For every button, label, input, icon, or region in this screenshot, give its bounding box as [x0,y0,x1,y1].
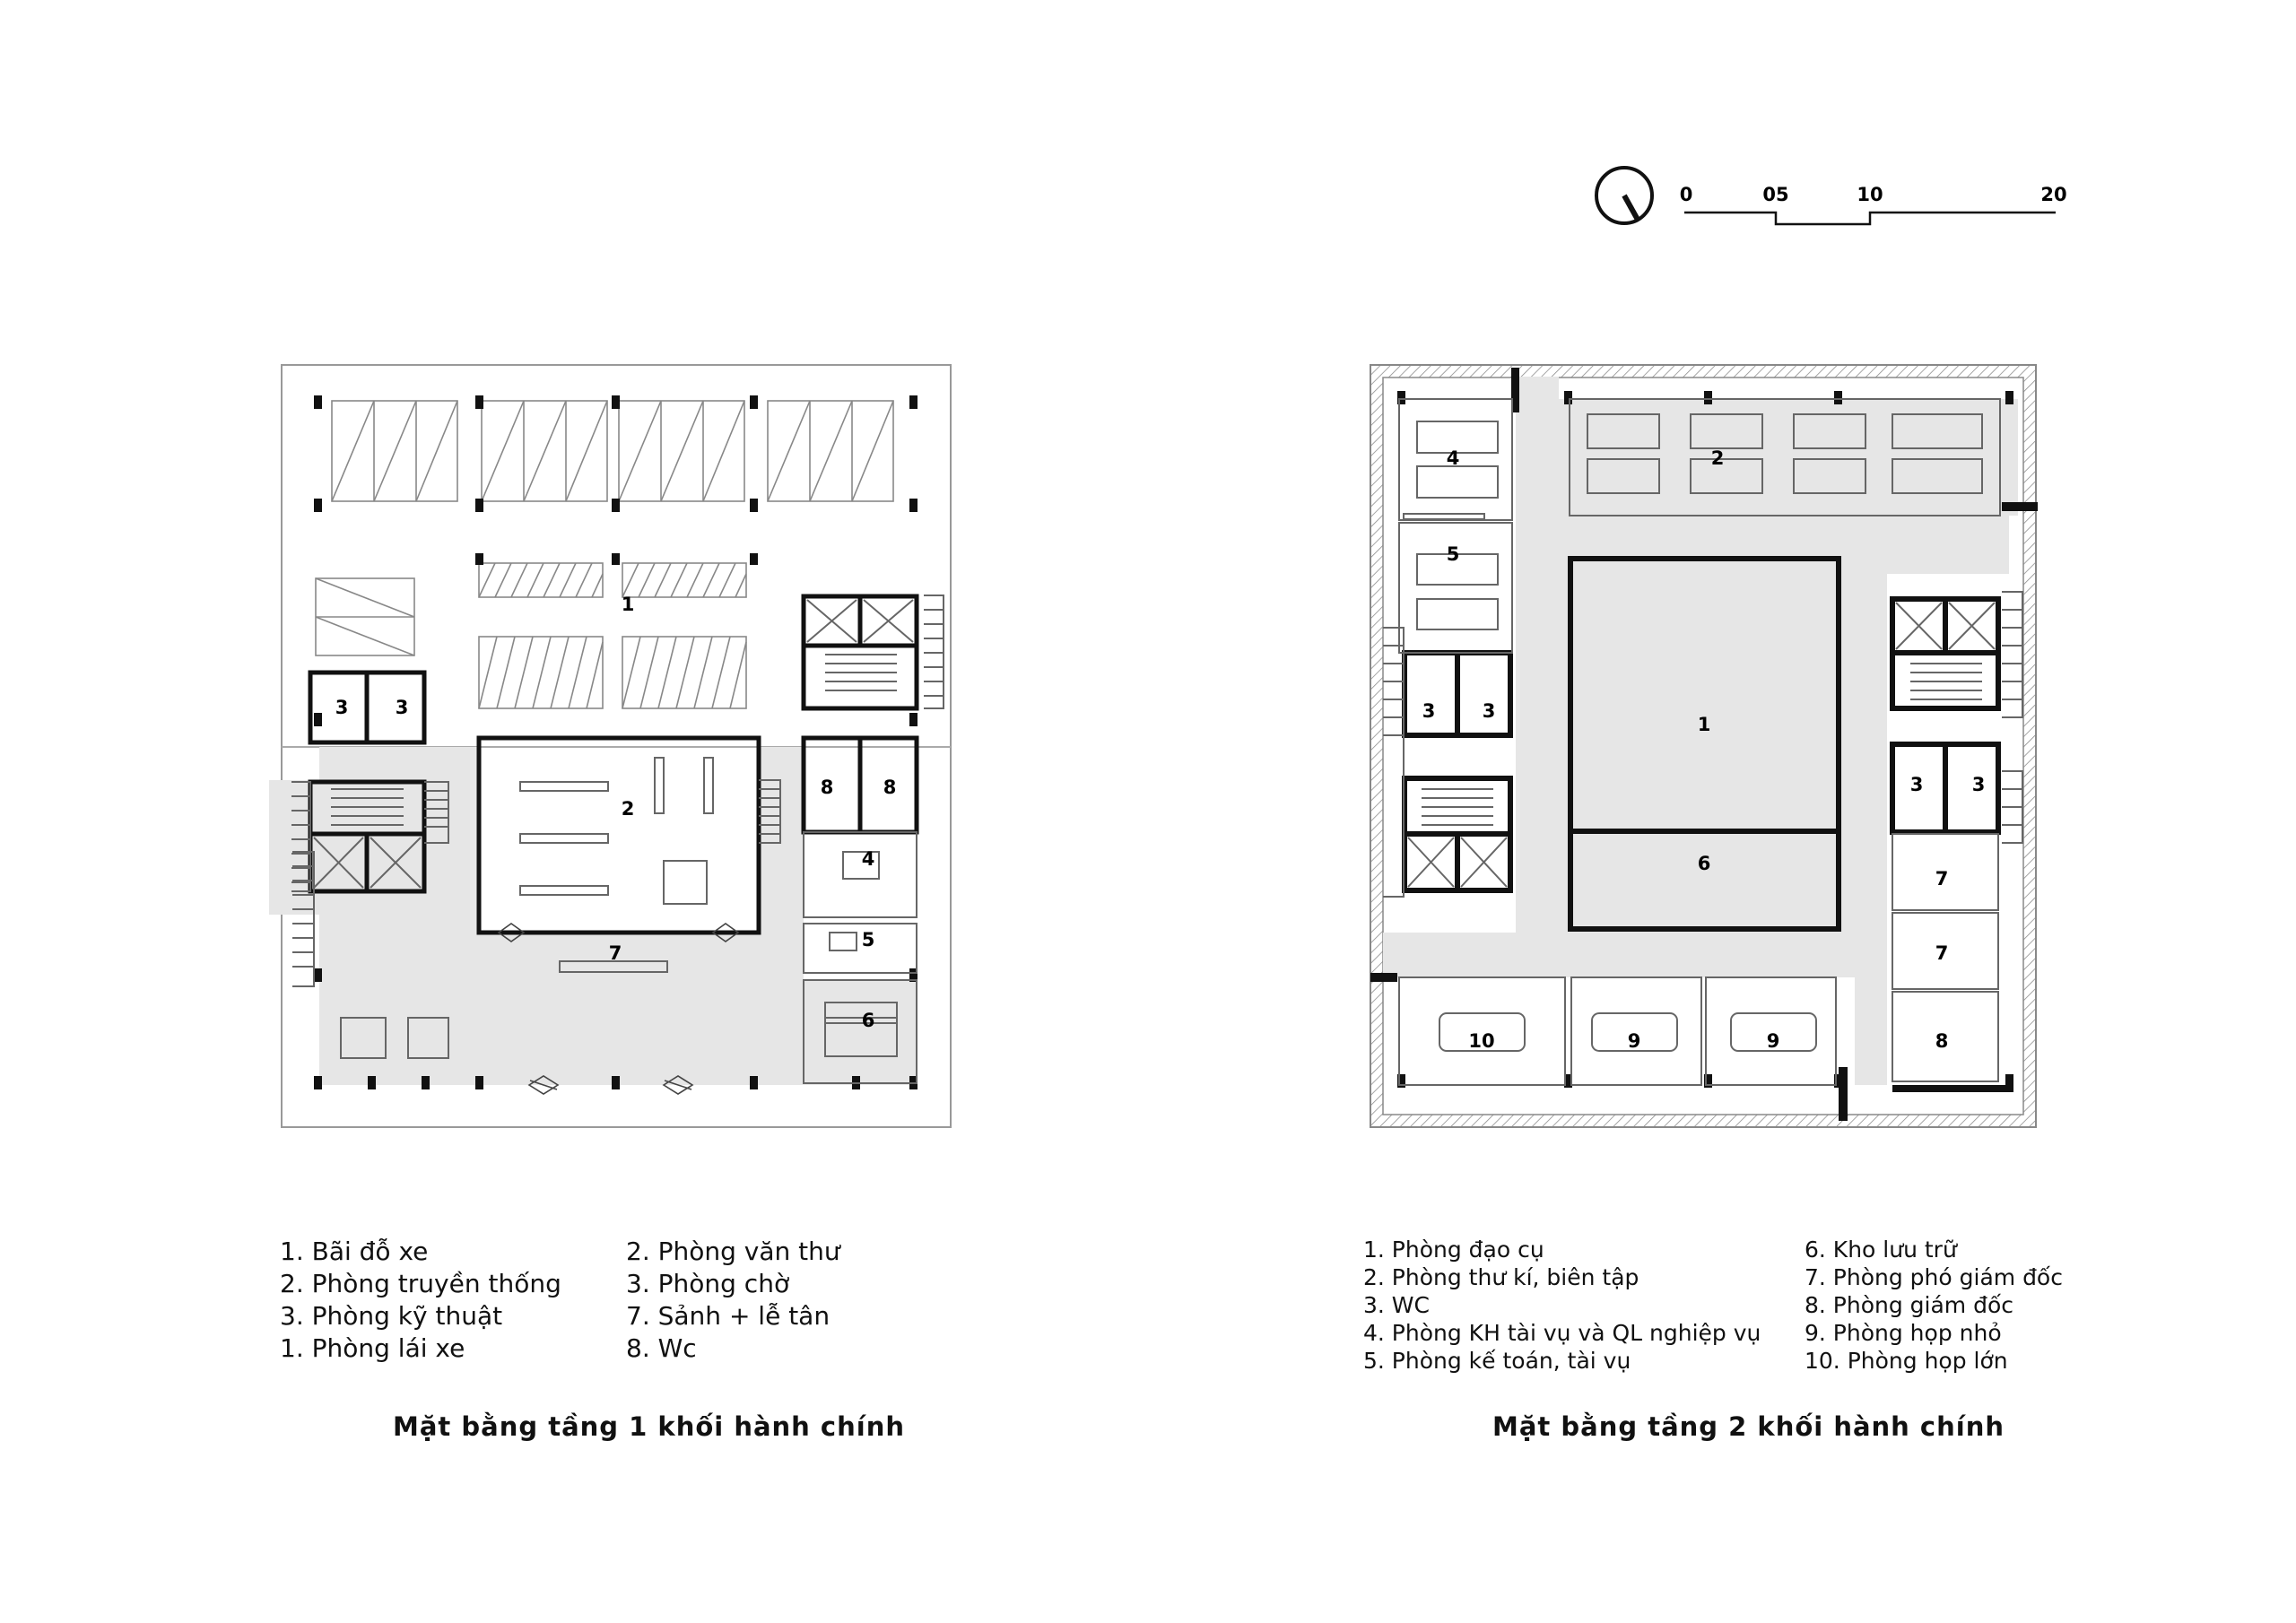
plan2-columns [1370,368,2038,1121]
p2-label-room10: 10 [1468,1030,1494,1052]
scale-tick-05: 05 [1762,184,1788,205]
p2-label-room7b: 7 [1935,942,1949,964]
p1-label-wait-a: 3 [335,697,349,718]
p1-label-lobby: 7 [609,942,622,964]
p2-label-room8: 8 [1935,1030,1949,1052]
legend-item: 2. Phòng văn thư [626,1237,840,1266]
plan2-legend-right: 6. Kho lưu trữ 7. Phòng phó giám đốc 8. … [1805,1236,2063,1375]
legend-item: 4. Phòng KH tài vụ và QL nghiệp vụ [1363,1320,1761,1346]
legend-item: 10. Phòng họp lớn [1805,1348,2008,1374]
legend-item: 3. Phòng kỹ thuật [280,1301,503,1331]
plan1-legend-left: 1. Bãi đỗ xe 2. Phòng truyền thống 3. Ph… [280,1236,561,1365]
p2-label-room9b: 9 [1767,1030,1780,1052]
legend-item: 8. Phòng giám đốc [1805,1292,2014,1318]
p2-label-wc-b: 3 [1483,700,1496,722]
legend-item: 7. Phòng phó giám đốc [1805,1264,2063,1290]
p1-label-wc-a: 8 [821,777,834,798]
p2-label-room6: 6 [1698,853,1711,874]
legend-item: 1. Phòng đạo cụ [1363,1237,1544,1263]
p2-label-wc-c: 3 [1910,774,1924,795]
legend-item: 8. Wc [626,1333,697,1363]
p1-label-room5: 5 [862,929,875,950]
plan1-thin-walls [291,595,944,1084]
p2-label-wc-d: 3 [1972,774,1986,795]
p1-label-parking: 1 [622,594,635,615]
legend-item: 3. Phòng chờ [626,1269,790,1298]
legend-item: 7. Sảnh + lễ tân [626,1301,831,1331]
legend-item: 6. Kho lưu trữ [1805,1237,1957,1263]
scale-tick-10: 10 [1857,184,1883,205]
p2-label-room2: 2 [1711,447,1725,469]
p2-label-room7a: 7 [1935,868,1949,890]
plan2-caption: Mặt bằng tầng 2 khối hành chính [1492,1411,2005,1442]
p1-label-room2: 2 [622,798,635,820]
p2-label-room1: 1 [1698,714,1711,735]
legend-item: 5. Phòng kế toán, tài vụ [1363,1348,1631,1374]
scale-tick-20: 20 [2040,184,2066,205]
plan1-legend-right: 2. Phòng văn thư 3. Phòng chờ 7. Sảnh + … [626,1236,840,1365]
plan1-doors [497,923,740,1095]
p1-label-room6: 6 [862,1010,875,1031]
scale-tick-0: 0 [1680,184,1693,205]
p1-label-wait-b: 3 [396,697,409,718]
north-arrow-icon [1595,166,1654,225]
scale-bar [1684,211,2056,226]
legend-item: 1. Bãi đỗ xe [280,1237,429,1266]
legend-item: 2. Phòng truyền thống [280,1269,561,1298]
legend-item: 3. WC [1363,1292,1430,1318]
p2-label-wc-a: 3 [1422,700,1436,722]
plan2-thin-walls [1383,398,2023,1086]
parking-bays-top [315,400,894,709]
p1-label-room4: 4 [862,848,875,870]
plan1-walls [308,594,919,935]
p2-label-room4: 4 [1447,447,1460,469]
p2-label-room5: 5 [1447,543,1460,565]
p2-label-room9a: 9 [1628,1030,1641,1052]
legend-item: 9. Phòng họp nhỏ [1805,1320,2002,1346]
plan1-caption: Mặt bằng tầng 1 khối hành chính [393,1411,905,1442]
legend-item: 1. Phòng lái xe [280,1333,465,1363]
legend-item: 2. Phòng thư kí, biên tập [1363,1264,1639,1290]
p1-label-wc-b: 8 [883,777,897,798]
plan2-legend-left: 1. Phòng đạo cụ 2. Phòng thư kí, biên tậ… [1363,1236,1761,1375]
